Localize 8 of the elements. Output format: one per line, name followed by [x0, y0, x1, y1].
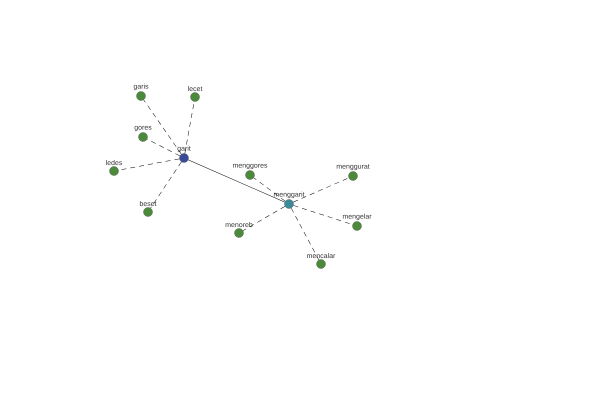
- connector-line: [143, 100, 182, 154]
- connector-line: [293, 178, 349, 202]
- connector-line: [188, 160, 285, 202]
- connector-line: [290, 208, 320, 260]
- connector-line: [242, 206, 286, 231]
- connector-line: [146, 138, 180, 156]
- connector-line: [254, 178, 286, 202]
- connector-line: [150, 162, 182, 208]
